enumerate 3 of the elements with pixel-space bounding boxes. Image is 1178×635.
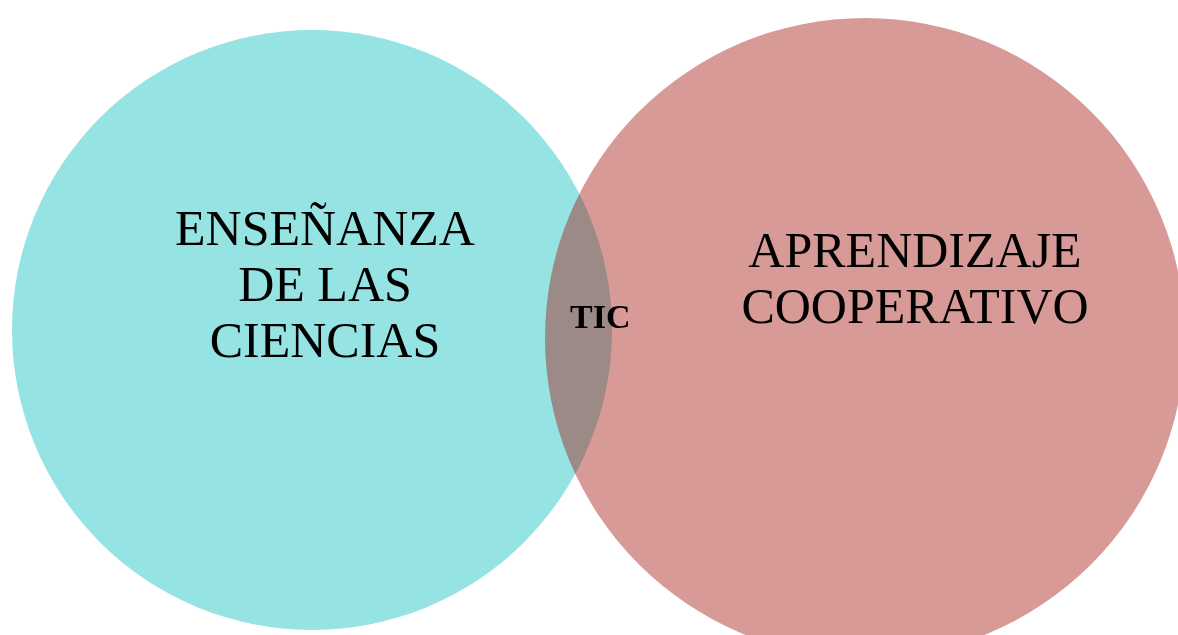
- overlap-label: TIC: [570, 298, 631, 336]
- circle-label: ENSEÑANZA DE LAS CIENCIAS: [174, 200, 476, 368]
- circle-label: APRENDIZAJE COOPERATIVO: [740, 222, 1090, 334]
